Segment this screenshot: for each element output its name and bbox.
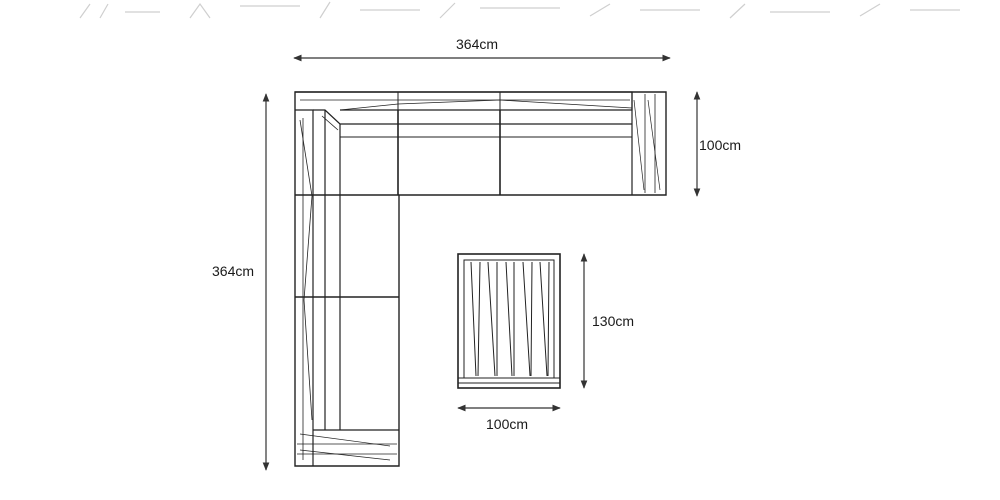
top-backrest [295, 91, 633, 111]
left-backrest [295, 109, 314, 466]
sofa-outline [294, 91, 667, 467]
corner-sofa [294, 91, 667, 467]
corner-seat-frame [313, 109, 632, 125]
sofa-depth-label: 100cm [699, 137, 742, 153]
table-length-label: 130cm [592, 313, 635, 329]
table-outline [457, 253, 561, 389]
table-width-label: 100cm [486, 416, 529, 432]
table-slats [470, 261, 550, 377]
faded-header-strip [0, 0, 1000, 24]
sofa-length-label: 364cm [212, 263, 255, 279]
sofa-width-label: 364cm [456, 36, 499, 52]
coffee-table [457, 253, 561, 389]
